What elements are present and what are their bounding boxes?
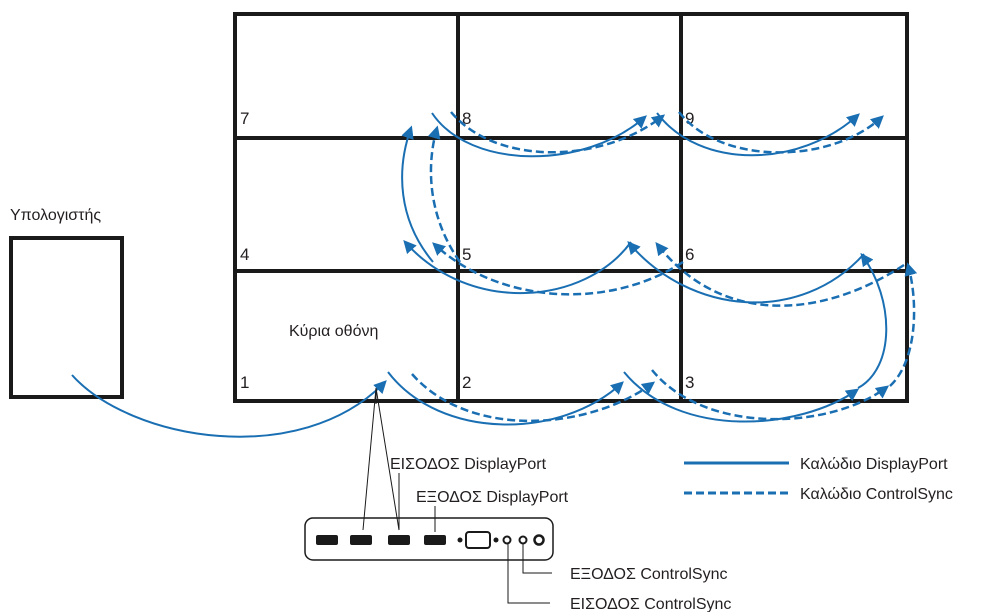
dp-cable-3-to-6: [857, 252, 888, 389]
dp-cable-8-to-9: [656, 112, 860, 157]
controlsync-out-port-icon: [518, 535, 528, 545]
cs-cable-7-to-8: [450, 111, 666, 154]
leader-cs-in: [507, 544, 550, 604]
hdmi-port-2-icon: [350, 535, 372, 545]
screen-3: [679, 269, 909, 403]
leader-main-screen-to-ports: [362, 387, 400, 531]
screen-number-6: 6: [685, 245, 694, 264]
cs-out-label: ΕΞΟΔΟΣ ControlSync: [570, 566, 727, 583]
screen-number-1: 1: [240, 373, 249, 392]
computer-label: Υπολογιστής: [10, 207, 101, 224]
dp-in-label: ΕΙΣΟΔΟΣ DisplayPort: [390, 456, 547, 473]
displayport-in-port-icon: [388, 535, 410, 545]
dp-cable-pc-to-1: [71, 374, 387, 438]
cs-cable-3-to-6: [889, 262, 918, 387]
screen-6: [679, 136, 909, 273]
legend: Καλώδιο DisplayPort Καλώδιο ControlSync: [684, 456, 953, 503]
screen-number-7: 7: [240, 109, 249, 128]
vga-port-icon: [465, 531, 491, 549]
cs-cable-8-to-9: [678, 111, 884, 154]
dp-cable-1-to-2: [387, 371, 624, 426]
leader-cs-out: [522, 544, 552, 574]
screen-number-4: 4: [240, 245, 249, 264]
screen-number-5: 5: [462, 245, 471, 264]
audio-port-icon: [533, 534, 545, 546]
legend-controlsync-label: Καλώδιο ControlSync: [800, 486, 953, 503]
leader-lines: [362, 387, 552, 604]
screen-number-2: 2: [462, 373, 471, 392]
panel-screw-left-icon: [457, 537, 463, 543]
screen-9: [679, 12, 909, 140]
legend-displayport-label: Καλώδιο DisplayPort: [800, 456, 948, 473]
cs-cable-1-to-2: [411, 373, 656, 422]
displayport-out-port-icon: [424, 535, 446, 545]
screen-7: [233, 12, 460, 140]
cs-cable-4-to-7: [427, 125, 462, 263]
dp-out-label: ΕΞΟΔΟΣ DisplayPort: [416, 489, 569, 506]
cs-cable-2-to-3: [651, 369, 890, 421]
screen-5: [456, 136, 683, 273]
screen-8: [456, 12, 683, 140]
cs-cable-6-to-5: [655, 241, 905, 307]
dp-cable-4-to-7: [401, 125, 434, 263]
displayport-cables: [71, 112, 888, 438]
screen-number-8: 8: [462, 109, 471, 128]
port-panel: [304, 517, 554, 561]
dp-cable-6-to-5: [627, 241, 865, 304]
controlsync-in-port-icon: [502, 535, 512, 545]
cs-in-label: ΕΙΣΟΔΟΣ ControlSync: [570, 596, 731, 612]
panel-screw-right-icon: [493, 537, 499, 543]
screen-number-9: 9: [685, 109, 694, 128]
dp-cable-7-to-8: [431, 112, 647, 158]
hdmi-port-1-icon: [316, 535, 338, 545]
cs-cable-5-to-4: [432, 242, 684, 296]
screen-number-3: 3: [685, 373, 694, 392]
video-wall: 7 8 9 4 5 6 1 2 3 Κύρια οθόνη: [233, 12, 909, 403]
controlsync-cables: [411, 111, 918, 422]
main-screen-label: Κύρια οθόνη: [289, 323, 378, 340]
computer-box: [9, 236, 124, 399]
dp-cable-5-to-4: [403, 240, 632, 294]
